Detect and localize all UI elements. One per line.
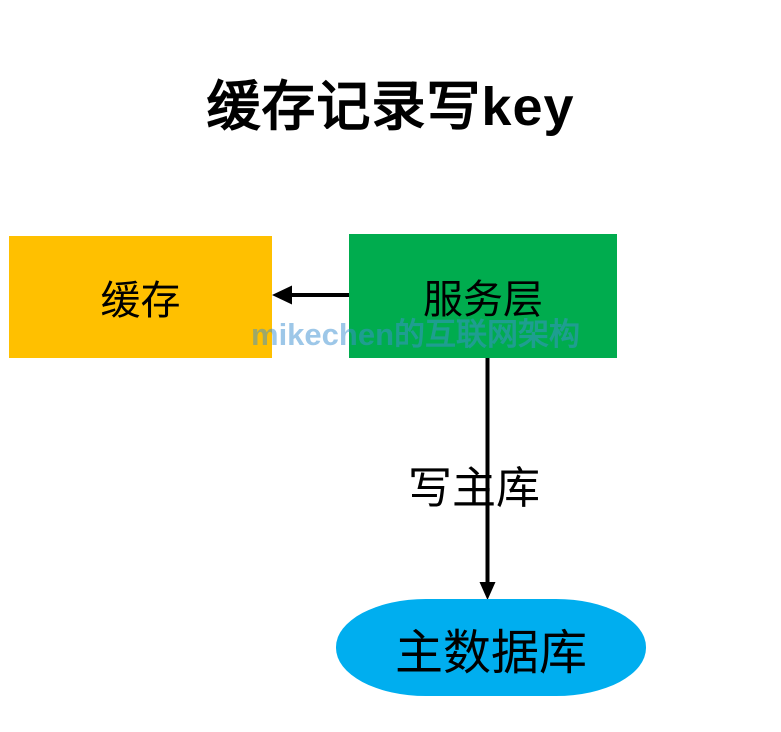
node-primary-database-label: 主数据库 [394,626,587,680]
arrow-service-to-cache-icon [272,285,349,305]
node-cache-label: 缓存 [100,279,181,323]
node-primary-database: 主数据库 [336,599,646,696]
node-service-layer-label: 服务层 [423,278,543,322]
node-cache: 缓存 [9,236,272,358]
page-title: 缓存记录写key [206,77,575,137]
node-service-layer: 服务层 [349,234,617,358]
edge-label-write-primary: 写主库 [408,464,540,513]
